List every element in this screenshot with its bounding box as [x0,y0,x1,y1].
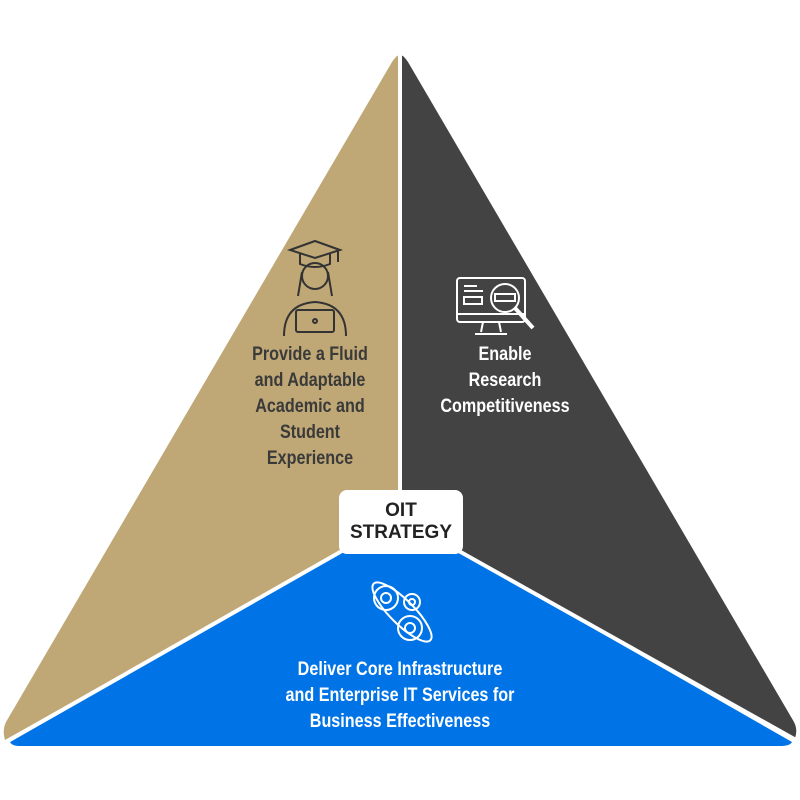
segment-academic-label: Provide a Fluid and Adaptable Academic a… [212,342,408,472]
label-line: Provide a Fluid [252,344,368,365]
monitor-magnifier-icon [456,277,535,335]
oit-strategy-badge: OIT STRATEGY [339,490,463,554]
segment-infrastructure [10,518,792,746]
label-line: Business Effectiveness [309,711,491,732]
graduate-laptop-icon [283,239,347,337]
label-line: Deliver Core Infrastructure [297,659,503,680]
badge-line: OIT [385,500,417,521]
label-line: Student [279,422,341,443]
label-line: Academic and [255,396,365,417]
label-line: and Adaptable [254,370,366,391]
label-line: Competitiveness [440,396,570,417]
segment-infrastructure-label: Deliver Core Infrastructure and Enterpri… [230,657,570,735]
label-line: Experience [266,448,354,469]
gears-rocket-icon [371,581,433,643]
segment-research-label: Enable Research Competitiveness [407,342,603,420]
segment-academic [3,55,400,741]
label-line: Enable [478,344,532,365]
label-line: and Enterprise IT Services for [285,685,515,706]
segment-research [400,55,797,739]
label-line: Research [468,370,542,391]
badge-line: STRATEGY [349,522,453,543]
